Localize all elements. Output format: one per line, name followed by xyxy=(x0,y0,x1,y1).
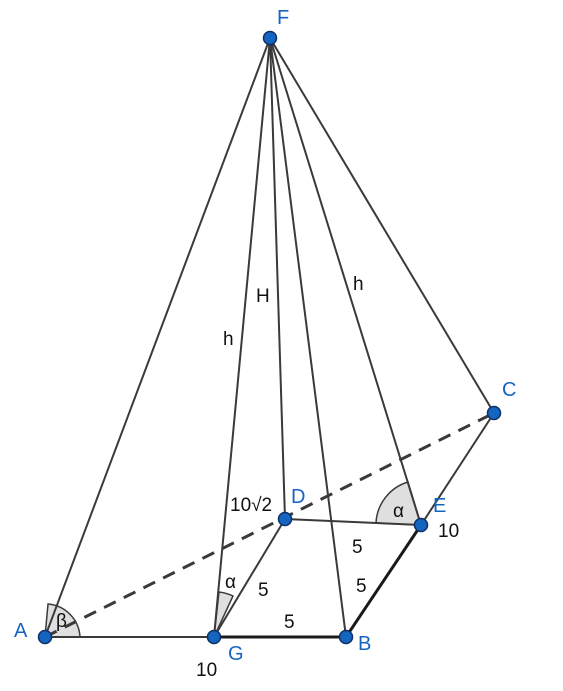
point-g xyxy=(206,629,222,645)
label-diagonal: 10√2 xyxy=(230,495,272,516)
label-ten-e: 10 xyxy=(438,521,459,542)
point-f xyxy=(262,30,278,46)
edge-gd xyxy=(213,518,286,638)
edge-ec xyxy=(420,412,495,526)
angle-alpha-e xyxy=(375,481,423,526)
label-len-ge: 5 xyxy=(258,580,269,601)
edge-fa xyxy=(44,37,271,638)
label-h-left: h xyxy=(223,329,234,350)
point-a xyxy=(37,629,53,645)
label-len-eb: 5 xyxy=(356,576,367,597)
label-point-e: E xyxy=(433,495,446,517)
label-ten-g: 10 xyxy=(196,660,217,681)
edge-be xyxy=(344,523,423,639)
label-alpha-g: α xyxy=(225,572,236,593)
label-point-d: D xyxy=(291,486,305,508)
label-point-f: F xyxy=(277,7,289,29)
point-d xyxy=(277,511,293,527)
label-point-c: C xyxy=(502,379,516,401)
label-point-g: G xyxy=(228,643,244,665)
edge-fe xyxy=(269,37,422,526)
label-height-h: H xyxy=(256,286,270,307)
label-alpha-e: α xyxy=(393,501,404,522)
label-point-b: B xyxy=(358,633,371,655)
point-e xyxy=(413,517,429,533)
edge-fb xyxy=(269,37,347,638)
label-h-right: h xyxy=(353,274,364,295)
label-len-gb: 5 xyxy=(284,612,295,633)
edge-de xyxy=(284,518,422,526)
edge-fg xyxy=(213,37,271,638)
edge-ac-hidden xyxy=(44,411,495,639)
point-c xyxy=(486,405,502,421)
point-b xyxy=(338,629,354,645)
label-beta-a: β xyxy=(56,611,67,632)
label-point-a: A xyxy=(14,620,28,642)
edge-fd xyxy=(269,37,286,520)
edge-fc xyxy=(269,37,495,414)
label-len-de: 5 xyxy=(352,537,363,558)
